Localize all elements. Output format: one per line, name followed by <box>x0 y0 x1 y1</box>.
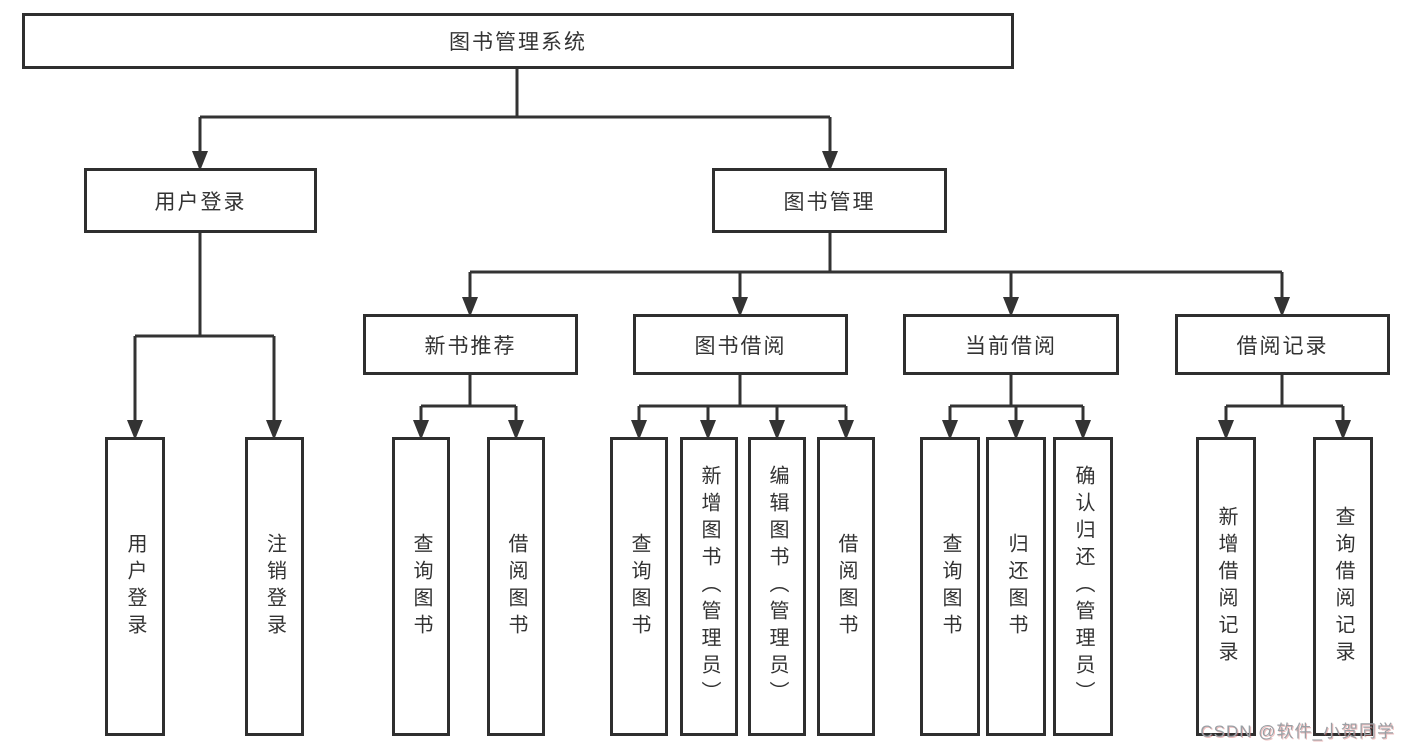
leaf-add-book-admin: 新增图书（管理员） <box>680 437 738 736</box>
leaf-borrow-books: 借阅图书 <box>817 437 875 736</box>
leaf-query-books-borrow: 查询图书 <box>610 437 668 736</box>
node-borrowing-records: 借阅记录 <box>1175 314 1390 375</box>
leaf-borrow-books-recommend: 借阅图书 <box>487 437 545 736</box>
node-new-book-recommendation: 新书推荐 <box>363 314 578 375</box>
node-book-borrowing: 图书借阅 <box>633 314 848 375</box>
leaf-add-borrow-record: 新增借阅记录 <box>1196 437 1256 736</box>
leaf-confirm-return-admin: 确认归还（管理员） <box>1053 437 1113 736</box>
node-library-management-system: 图书管理系统 <box>22 13 1014 69</box>
leaf-logout: 注销登录 <box>245 437 304 736</box>
node-book-management: 图书管理 <box>712 168 947 233</box>
arrowheads <box>127 151 1351 440</box>
node-user-login: 用户登录 <box>84 168 317 233</box>
leaf-query-borrow-record: 查询借阅记录 <box>1313 437 1373 736</box>
leaf-edit-book-admin: 编辑图书（管理员） <box>748 437 806 736</box>
node-current-borrowing: 当前借阅 <box>903 314 1119 375</box>
csdn-watermark: CSDN @软件_小贺同学 <box>1200 722 1395 741</box>
leaf-query-books-current: 查询图书 <box>920 437 980 736</box>
leaf-query-books-recommend: 查询图书 <box>392 437 450 736</box>
leaf-return-books: 归还图书 <box>986 437 1046 736</box>
leaf-user-login: 用户登录 <box>105 437 165 736</box>
